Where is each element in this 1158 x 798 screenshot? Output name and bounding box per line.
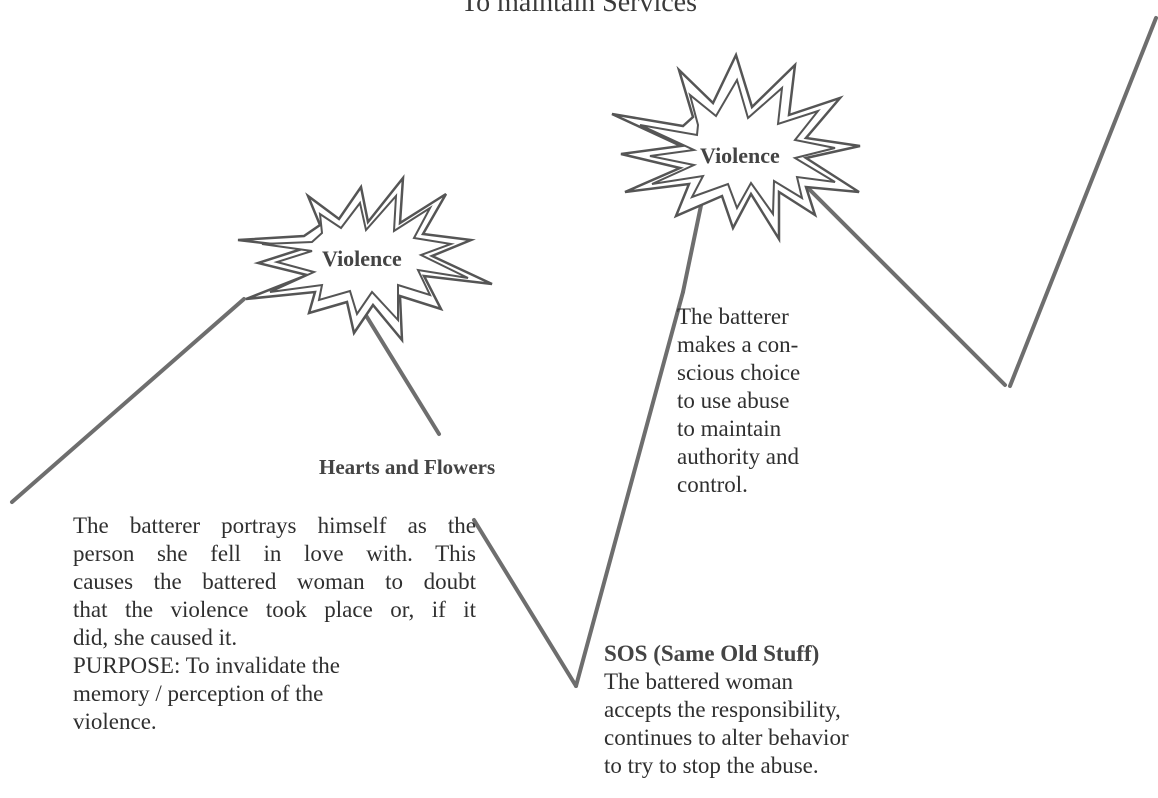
path-segment-rise-2	[574, 290, 685, 688]
sos-line: to try to stop the abuse.	[604, 753, 819, 778]
violence-burst-left	[237, 174, 493, 344]
note-line: control.	[677, 472, 748, 497]
top-caption: To maintain Services	[461, 0, 697, 18]
note-line: to use abuse	[677, 388, 790, 413]
description-line: causes the battered woman to doubt	[73, 569, 476, 594]
description-line: person she fell in love with. This	[73, 541, 476, 566]
path-segment-descent	[472, 518, 578, 688]
note-line: scious choice	[677, 360, 801, 385]
note-line: makes a con-	[677, 332, 799, 357]
sos-title: SOS (Same Old Stuff)	[604, 641, 820, 666]
note-line: to maintain	[677, 416, 782, 441]
description-line: that the violence took place or, if it	[73, 597, 476, 622]
violence-label-right: Violence	[700, 143, 780, 168]
sos-line: continues to alter behavior	[604, 725, 849, 750]
path-segment-rise-3	[1008, 16, 1158, 388]
description-line: did, she caused it.	[73, 625, 238, 650]
hearts-and-flowers-description: The batterer portrays himself as the per…	[73, 512, 476, 736]
violence-choice-note: The batterer makes a con- scious choice …	[677, 303, 800, 499]
purpose-line: memory / perception of the	[73, 681, 324, 706]
hearts-and-flowers-title: Hearts and Flowers	[319, 455, 496, 479]
violence-label-left: Violence	[322, 246, 402, 271]
purpose-line: PURPOSE: To invalidate the	[73, 653, 340, 678]
burst-inner	[261, 193, 469, 323]
path-segment-burst2-drop	[792, 172, 1007, 387]
violence-burst-right	[611, 51, 861, 244]
sos-line: accepts the responsibility,	[604, 697, 841, 722]
path-segment-rise-1	[10, 297, 246, 504]
purpose-line: violence.	[73, 709, 157, 734]
note-line: authority and	[677, 444, 799, 469]
burst-inner	[639, 77, 836, 218]
sos-line: The battered woman	[604, 669, 794, 694]
description-line: The batterer portrays himself as the	[73, 513, 476, 538]
note-line: The batterer	[677, 304, 789, 329]
sos-section: SOS (Same Old Stuff) The battered woman …	[604, 640, 849, 780]
